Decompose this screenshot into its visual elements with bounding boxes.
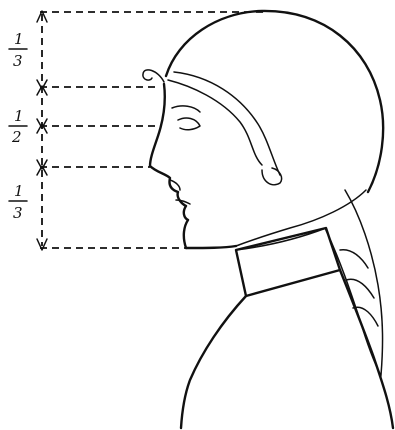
eyebrow: [172, 106, 200, 112]
fraction-numerator: 1: [14, 30, 24, 48]
guide-lines: [40, 12, 265, 248]
eye: [178, 118, 200, 130]
shoulder-front: [181, 296, 246, 428]
hair-wisp: [143, 70, 164, 82]
fraction-numerator: 1: [14, 182, 24, 200]
hairline: [168, 80, 262, 165]
head-outline: [166, 11, 383, 192]
collar: [236, 228, 340, 296]
fraction-label-middle: 1 2: [9, 107, 27, 146]
fraction-numerator: 1: [14, 107, 24, 125]
dimension-line: [37, 11, 47, 250]
braid-outer: [345, 190, 383, 375]
fraction-label-bottom: 1 3: [9, 182, 27, 222]
jaw-line: [186, 246, 236, 248]
fraction-denominator: 3: [13, 204, 23, 222]
fraction-denominator: 2: [11, 128, 22, 146]
braid-cross-1: [340, 250, 368, 268]
fraction-denominator: 3: [13, 52, 23, 70]
shoulder-back: [340, 270, 393, 428]
fraction-label-top: 1 3: [9, 30, 27, 70]
hair-nape: [236, 190, 366, 246]
face-profile: [150, 84, 188, 248]
